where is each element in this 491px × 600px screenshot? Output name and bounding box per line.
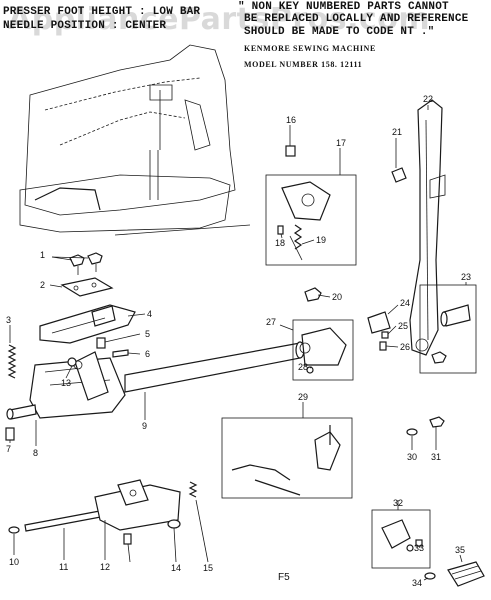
label-part-2: 2 [40,280,45,290]
part-26-screw [379,341,387,351]
page-label: F5 [278,572,290,583]
machine-head-outline [19,44,251,236]
label-part-26: 26 [400,342,410,352]
part-35-foot [447,561,485,587]
part-4-bracket [39,304,136,344]
part-24-eccentric [367,311,391,334]
part-1-screws [69,252,103,275]
label-part-5: 5 [145,329,150,339]
part-14-washer [167,519,181,529]
part-17-assembly-box [265,174,357,266]
label-part-20: 20 [332,292,342,302]
label-part-22: 22 [423,94,433,104]
part-7-lower-spring [123,533,132,545]
part-6-pin [112,349,129,358]
part-7-spring [5,427,15,441]
label-part-21: 21 [392,127,402,137]
label-part-13: 13 [61,378,71,388]
label-part-23: 23 [461,272,471,282]
presser-foot-height-note: PRESSER FOOT HEIGHT : LOW BAR [3,6,201,18]
part-5-screw [96,337,106,349]
label-part-30: 30 [407,452,417,462]
part-9-shaft [29,341,305,419]
non-key-parts-note-line3: SHOULD BE MADE TO CODE NT ." [244,26,435,38]
model-number-label: MODEL NUMBER 158. 12111 [244,60,363,69]
label-part-29: 29 [298,392,308,402]
part-31-screw [429,416,445,440]
label-part-4: 4 [147,309,152,319]
label-part-6: 6 [145,349,150,359]
label-part-19: 19 [316,235,326,245]
label-part-25: 25 [398,321,408,331]
part-27-assembly-box [292,319,354,381]
label-part-18: 18 [275,238,285,248]
part-21-block [391,167,407,183]
label-part-35: 35 [455,545,465,555]
label-part-3: 3 [6,315,11,325]
label-part-10: 10 [9,557,19,567]
part-11-rod [24,509,107,532]
label-part-17: 17 [336,138,346,148]
needle-position-note: NEEDLE POSITION : CENTER [3,20,167,32]
label-part-34: 34 [412,578,422,588]
label-part-8: 8 [33,448,38,458]
part-19-spring [289,235,303,261]
label-part-12: 12 [100,562,110,572]
label-part-27: 27 [266,317,276,327]
label-part-15: 15 [203,563,213,573]
part-32-assembly-box [371,509,431,569]
part-10-washer [8,526,20,534]
label-part-16: 16 [286,115,296,125]
part-34-washer [424,572,436,580]
label-part-28: 28 [298,362,308,372]
part-29-assembly-box [221,417,353,499]
part-3-spring [7,344,17,379]
non-key-parts-note-line2: BE REPLACED LOCALLY AND REFERENCE [244,13,469,25]
part-13-screw [67,357,77,367]
part-16-screw [285,145,296,157]
label-part-11: 11 [59,562,68,572]
part-15-spring [188,481,198,498]
part-12-bracket [94,479,181,531]
label-part-9: 9 [142,421,147,431]
part-20-screw [304,287,322,302]
leader-lines [9,105,467,581]
label-part-31: 31 [431,452,441,462]
machine-name-label: KENMORE SEWING MACHINE [244,44,376,53]
part-22-lever [409,99,446,356]
part-2-plate [60,277,114,297]
part-18-screw [277,225,284,235]
part-8-pin [6,404,37,420]
part-30-washer [406,428,418,436]
non-key-parts-note-line1: " NON KEY NUMBERED PARTS CANNOT [238,1,449,13]
label-part-7: 7 [6,444,11,454]
part-number-labels: 1 2 3 4 5 6 7 8 9 10 11 12 13 14 15 16 1… [6,94,471,588]
label-part-14: 14 [171,563,181,573]
label-part-33: 33 [414,543,424,553]
label-part-24: 24 [400,298,410,308]
label-part-32: 32 [393,498,403,508]
part-25-screw [381,331,389,339]
label-part-1: 1 [40,250,45,260]
part-23-assembly-box [419,284,477,374]
